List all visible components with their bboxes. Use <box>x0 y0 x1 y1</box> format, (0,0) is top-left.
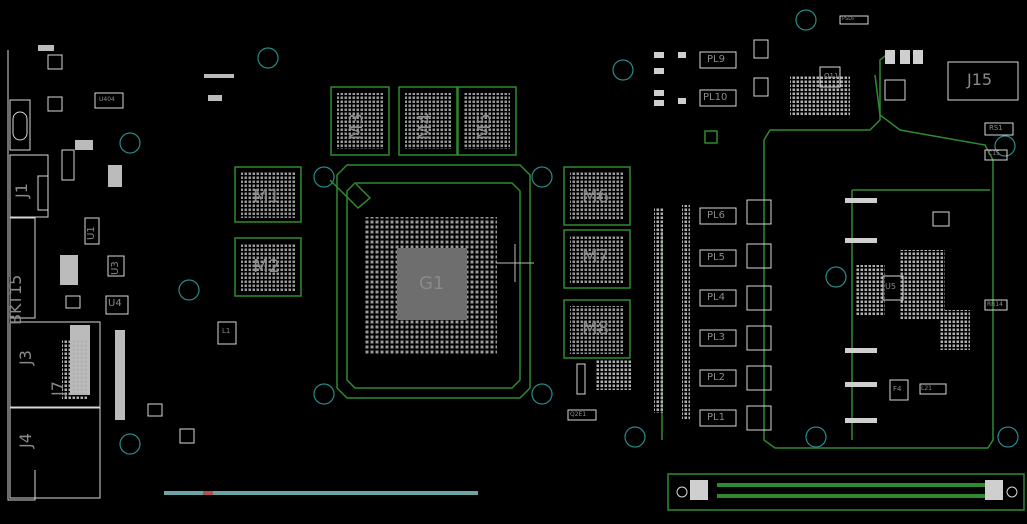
small-label-l1: L1 <box>222 327 231 335</box>
power-stage-label-pl3: PL3 <box>707 332 725 343</box>
power-stage-label-pl1: PL1 <box>707 412 725 423</box>
ic-label-u3: U3 <box>110 261 121 275</box>
bottom-rail-holes <box>676 486 1018 498</box>
left-components <box>37 54 237 444</box>
small-label-psl6: PSL6 <box>842 16 855 22</box>
small-label-q2e1: Q2E1 <box>570 411 587 418</box>
memory-label-m6: M6 <box>582 186 609 207</box>
small-label-c15: C15 <box>988 150 1000 157</box>
power-stage-label-pl9: PL9 <box>707 54 725 65</box>
power-stage-outlines <box>567 15 1019 431</box>
connector-label-j15: J15 <box>967 70 993 89</box>
right-pad-field <box>654 50 1003 500</box>
gpu-label: G1 <box>419 273 445 294</box>
connector-label-j4: J4 <box>16 433 35 448</box>
memory-label-m4: M4 <box>415 113 436 140</box>
crosshair <box>496 244 534 282</box>
memory-label-m8: M8 <box>582 318 609 339</box>
memory-label-m2: M2 <box>253 256 280 277</box>
ic-label-u1: U1 <box>86 226 97 240</box>
memory-label-m1: M1 <box>253 186 280 207</box>
connector-label-bkt15: BKT15 <box>6 274 25 325</box>
memory-label-m5: M5 <box>474 113 495 140</box>
mounting-holes <box>119 9 1019 455</box>
small-label-rs1: RS1 <box>989 124 1003 132</box>
small-label-rr14: RR14 <box>987 301 1003 308</box>
small-label-l21: L21 <box>921 385 932 392</box>
copper-outlines <box>234 51 1025 511</box>
power-stage-label-pl5: PL5 <box>707 252 725 263</box>
power-stage-label-pl6: PL6 <box>707 210 725 221</box>
connector-label-j3: J3 <box>16 350 35 365</box>
bottom-strip <box>164 491 478 495</box>
connector-label-j7: J7 <box>48 381 67 396</box>
power-stage-label-pl10: PL10 <box>703 92 728 103</box>
memory-pads <box>241 93 624 354</box>
small-label-q11: Q11 <box>824 72 839 80</box>
left-edge-connectors <box>7 50 101 501</box>
power-stage-label-pl4: PL4 <box>707 292 725 303</box>
power-stage-label-pl2: PL2 <box>707 372 725 383</box>
j7-pin-field <box>62 340 88 400</box>
copper-rail <box>717 483 985 498</box>
connector-label-j1: J1 <box>12 183 31 198</box>
small-label-f4: F4 <box>893 385 902 393</box>
ic-label-u5: U5 <box>885 282 896 291</box>
small-label-u404: U404 <box>99 96 115 103</box>
ic-label-u4: U4 <box>108 298 122 309</box>
memory-label-m3: M3 <box>346 113 367 140</box>
memory-label-m7: M7 <box>582 246 609 267</box>
